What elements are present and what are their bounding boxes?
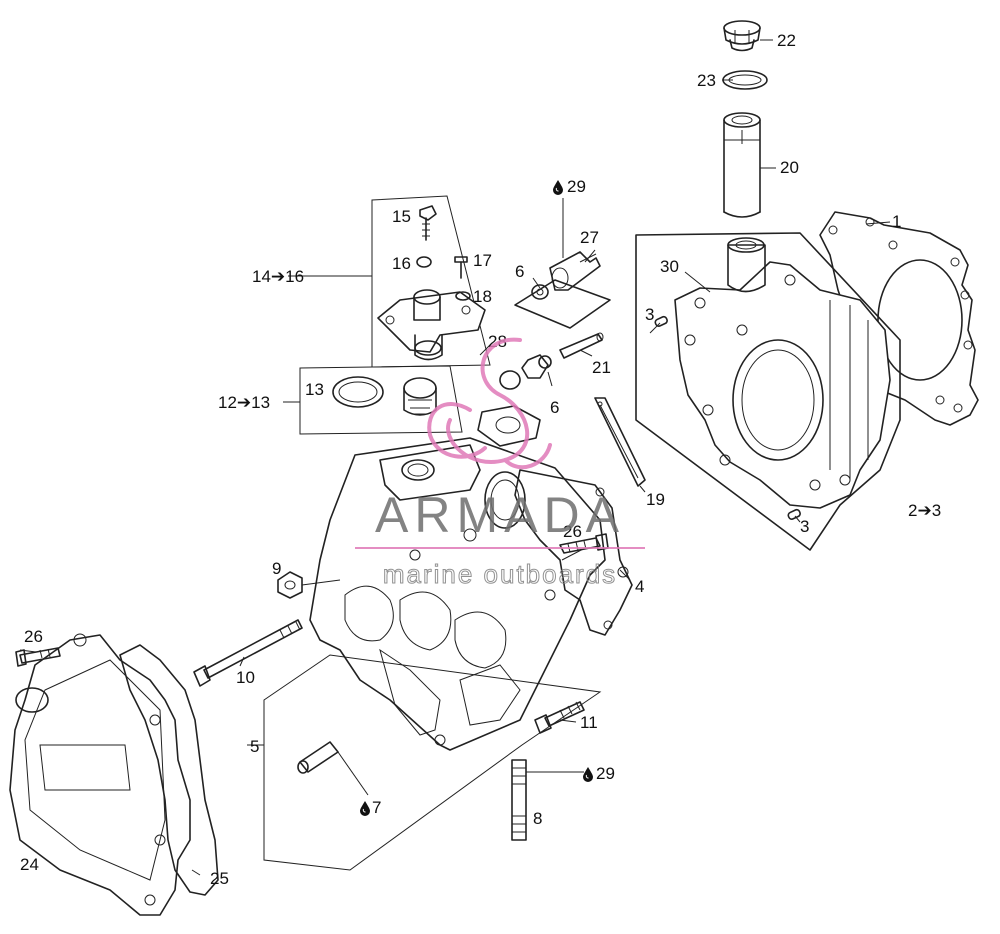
cover-washer bbox=[416, 256, 432, 268]
label-6a: 6 bbox=[515, 262, 524, 281]
long-through-bolt bbox=[193, 619, 303, 687]
label-20: 20 bbox=[780, 158, 799, 177]
filler-tube bbox=[723, 112, 761, 218]
label-1: 1 bbox=[892, 212, 901, 231]
sensor-washer bbox=[531, 284, 549, 300]
valve-cover bbox=[9, 633, 191, 916]
label-29b: 29 bbox=[596, 764, 615, 783]
label-3b: 3 bbox=[800, 517, 809, 536]
leader-lines bbox=[19, 39, 891, 876]
label-10: 10 bbox=[236, 668, 255, 687]
dowel-pin-upper bbox=[654, 315, 668, 327]
label-30: 30 bbox=[660, 257, 679, 276]
banjo-bolt bbox=[499, 354, 552, 390]
cover-bolt bbox=[419, 205, 437, 241]
label-26b: 26 bbox=[24, 627, 43, 646]
watermark: ARMADA marine outboards bbox=[355, 337, 645, 590]
label-5: 5 bbox=[250, 737, 259, 756]
watermark-logo-icon bbox=[427, 337, 552, 470]
label-24: 24 bbox=[20, 855, 39, 874]
label-16: 16 bbox=[392, 254, 411, 273]
label-17: 17 bbox=[473, 251, 492, 270]
label-11: 11 bbox=[580, 713, 598, 732]
thermostat-kit bbox=[299, 365, 463, 435]
cylinder-block bbox=[635, 232, 901, 551]
label-18: 18 bbox=[473, 287, 492, 306]
valve-cover-gasket bbox=[119, 644, 219, 896]
label-25: 25 bbox=[210, 869, 229, 888]
label-14-16: 14➔16 bbox=[252, 267, 304, 286]
label-8: 8 bbox=[533, 809, 542, 828]
label-13: 13 bbox=[305, 380, 324, 399]
bypass-pipe bbox=[559, 332, 604, 359]
label-23: 23 bbox=[697, 71, 716, 90]
label-19: 19 bbox=[646, 490, 665, 509]
head-bolt bbox=[534, 701, 585, 734]
label-26a: 26 bbox=[563, 522, 582, 541]
dowel-pin-lower bbox=[787, 508, 801, 520]
thermostat-gasket bbox=[477, 405, 541, 447]
oil-filler-cap bbox=[723, 20, 761, 52]
label-6b: 6 bbox=[550, 398, 559, 417]
watermark-tagline: marine outboards bbox=[383, 559, 617, 589]
hex-nut bbox=[277, 571, 303, 599]
cylinder-head bbox=[309, 437, 606, 751]
valve-guide bbox=[297, 741, 339, 774]
thermostat-cover-kit bbox=[371, 195, 491, 368]
cover-washer-small bbox=[455, 291, 471, 301]
label-2-3: 2➔3 bbox=[908, 501, 941, 520]
label-27: 27 bbox=[580, 228, 599, 247]
oil-drop-icon bbox=[582, 766, 594, 783]
label-7: 7 bbox=[372, 798, 381, 817]
cover-screw bbox=[454, 256, 468, 279]
label-21: 21 bbox=[592, 358, 611, 377]
chain-guide bbox=[594, 397, 646, 487]
label-29a: 29 bbox=[567, 177, 586, 196]
oil-drop-icon bbox=[552, 179, 564, 196]
label-12-13: 12➔13 bbox=[218, 393, 270, 412]
stud-bolt bbox=[511, 759, 527, 841]
chain-cover-gasket bbox=[514, 469, 633, 636]
temperature-sensor bbox=[514, 251, 611, 329]
oil-drop-icon bbox=[359, 800, 371, 817]
label-3a: 3 bbox=[645, 305, 654, 324]
label-4: 4 bbox=[635, 577, 644, 596]
label-15: 15 bbox=[392, 207, 411, 226]
label-9: 9 bbox=[272, 559, 281, 578]
label-22: 22 bbox=[777, 31, 796, 50]
valve-guide-group bbox=[263, 654, 602, 871]
watermark-brand: ARMADA bbox=[375, 487, 625, 543]
